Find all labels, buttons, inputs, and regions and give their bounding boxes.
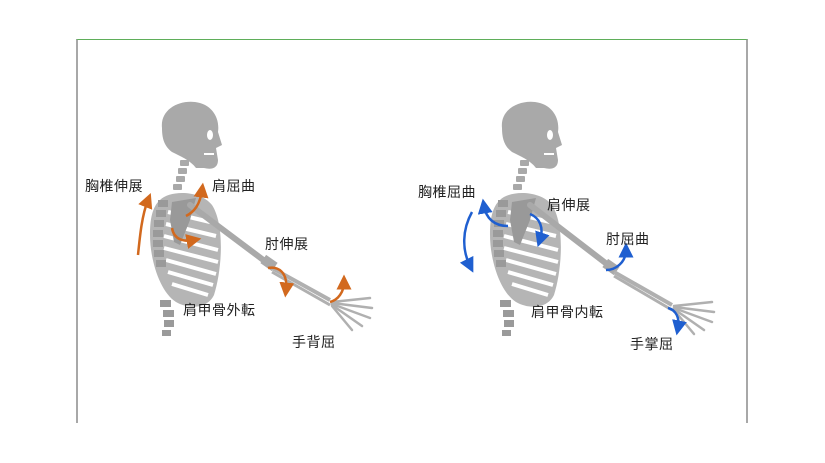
skull-icon (501, 101, 562, 169)
label-thoracic-extension: 胸椎伸展 (85, 179, 143, 195)
label-elbow-flexion: 肘屈曲 (606, 232, 650, 248)
figure-frame (76, 39, 748, 423)
skull-icon (161, 101, 222, 169)
right-skeleton (459, 101, 716, 336)
label-scapula-abduction: 肩甲骨外転 (183, 303, 256, 319)
label-shoulder-flexion: 肩屈曲 (212, 179, 256, 195)
label-shoulder-extension: 肩伸展 (547, 198, 591, 214)
label-wrist-palmar-flexion: 手掌屈 (630, 337, 674, 353)
label-wrist-dorsiflexion: 手背屈 (292, 335, 336, 351)
label-elbow-extension: 肘伸展 (265, 237, 309, 253)
left-skeleton (136, 101, 374, 336)
label-scapula-adduction: 肩甲骨内転 (531, 305, 604, 321)
label-thoracic-flexion: 胸椎屈曲 (418, 185, 476, 201)
